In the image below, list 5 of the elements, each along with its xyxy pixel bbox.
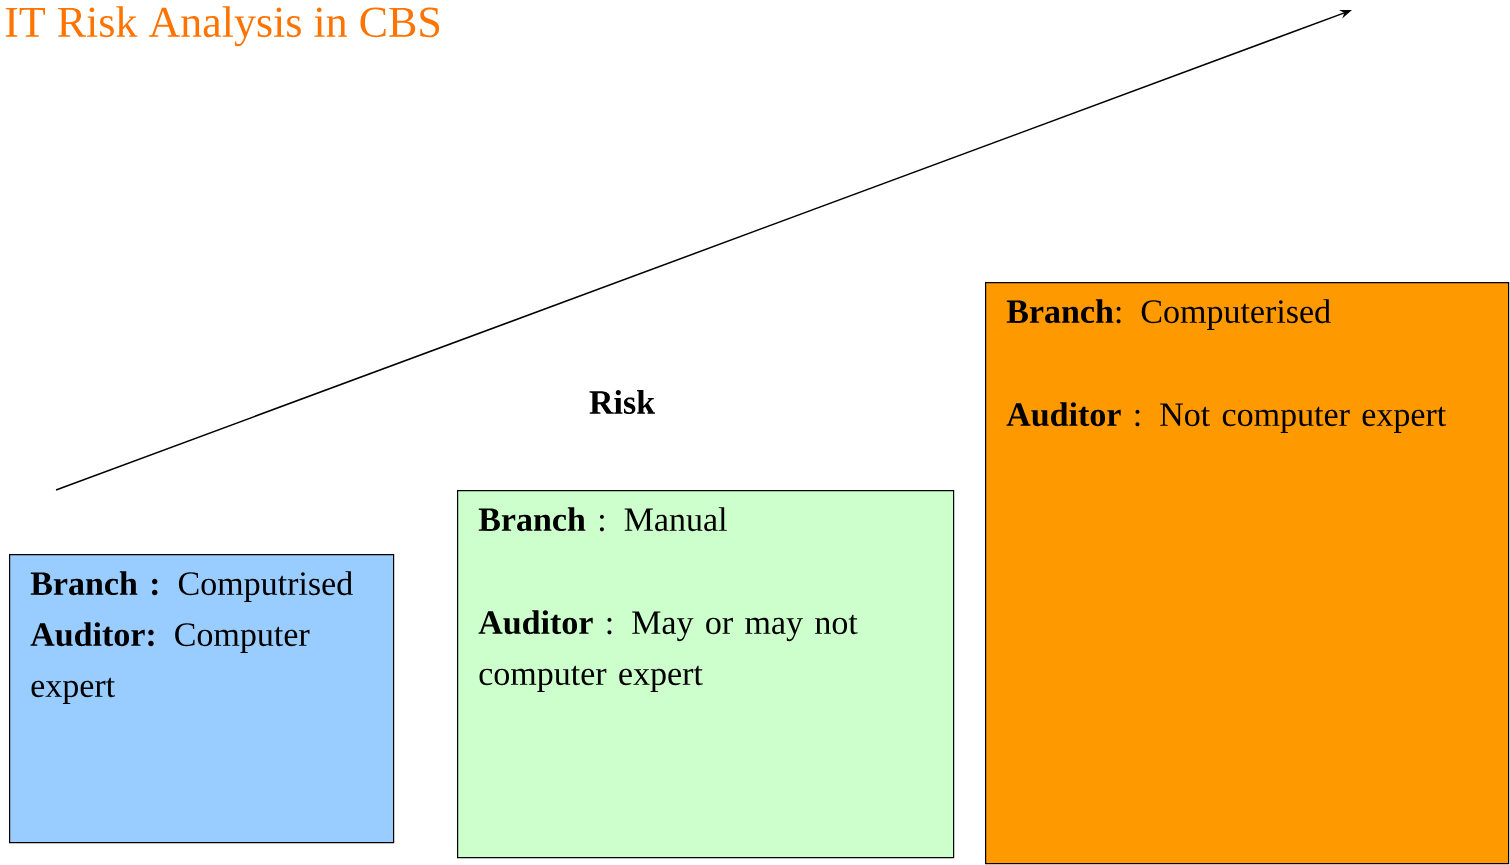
text-box: Branch : Manual Auditor : May or may not computer expert: [457, 490, 955, 859]
text-box: Branch: Computerised Auditor : Not computer expert: [985, 282, 1510, 865]
axis-label: Risk: [589, 390, 656, 414]
title: IT Risk Analysis in CBS: [5, 6, 440, 47]
text-box: Branch : Computrised Auditor: Computer expert: [9, 554, 395, 844]
